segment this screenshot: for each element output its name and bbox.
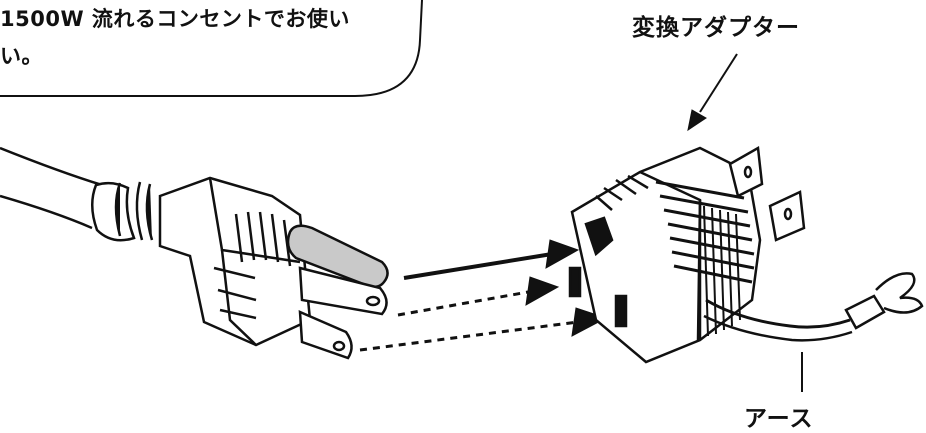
adapter-label: 変換アダプター [632,15,800,41]
callout-text-line2: い。 [0,44,43,68]
power-cord [0,146,103,230]
plug-body [158,176,312,347]
ground-pin [286,224,389,289]
callout-bubble [0,0,423,97]
adapter-pointer [687,53,738,132]
arrow-dashed-bottom [359,307,608,352]
plug-prong-bottom [298,310,353,360]
earth-label: アース [744,406,814,432]
callout-text-line1: 1500W 流れるコンセントでお使い [0,7,350,31]
arrow-dashed-top [397,276,560,317]
adapter [568,146,762,364]
earth-wire [703,272,924,342]
plug-prong-top [298,266,388,316]
strain-relief [91,181,154,242]
adapter-prongs [728,145,806,242]
arrow-solid [403,239,580,280]
